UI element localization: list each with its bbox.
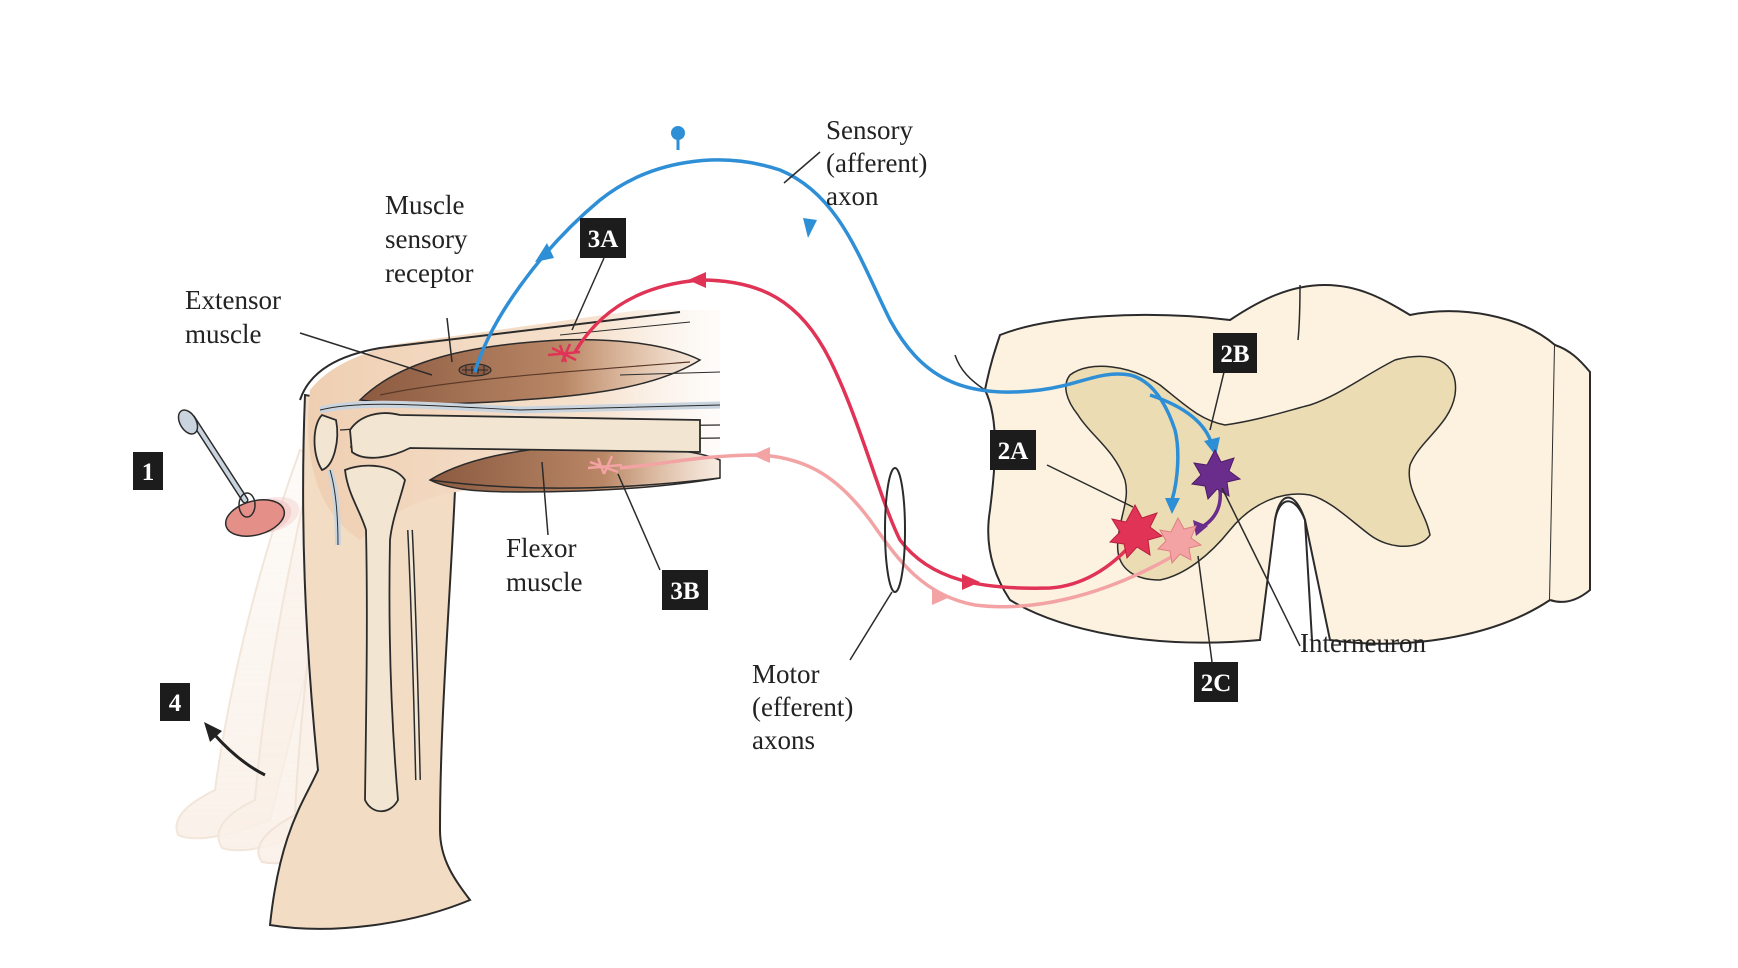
label-muscle-sensory-receptor: Muscle sensory receptor bbox=[385, 190, 474, 288]
extensor-motor-efferent-axon bbox=[573, 278, 1137, 590]
inhibitory-interneuron bbox=[1190, 448, 1242, 501]
sensory-axon-line-3: axon bbox=[826, 181, 879, 211]
step-badge-2a: 2A bbox=[990, 430, 1036, 470]
muscle-sensory-receptor-line-1: Muscle bbox=[385, 190, 465, 220]
extensor-muscle bbox=[358, 338, 702, 405]
step-badge-4: 4 bbox=[160, 683, 190, 721]
step-badge-2c: 2C bbox=[1194, 662, 1238, 702]
step-badge-3b-text: 3B bbox=[670, 578, 699, 605]
sensory-arrow-2 bbox=[803, 218, 817, 238]
step-badge-4-text: 4 bbox=[169, 690, 182, 717]
reflex-hammer bbox=[177, 409, 300, 537]
sensory-axon-line-1: Sensory bbox=[826, 115, 913, 145]
flexor-muscle-line-2: muscle bbox=[506, 567, 582, 597]
flexor-motor-efferent-axon bbox=[619, 453, 1176, 609]
flexor-arrow-2 bbox=[932, 589, 950, 605]
step-badge-1-text: 1 bbox=[142, 459, 155, 486]
label-interneuron: Interneuron bbox=[1300, 628, 1426, 658]
step-badge-3a-text: 3A bbox=[588, 226, 619, 253]
label-extensor-muscle: Extensor muscle bbox=[185, 285, 288, 349]
label-sensory-afferent-axon: Sensory (afferent) axon bbox=[826, 115, 934, 211]
flexor-muscle-line-1: Flexor bbox=[506, 533, 577, 563]
motor-axons-line-3: axons bbox=[752, 725, 815, 755]
extensor-motor-endplate bbox=[547, 343, 581, 363]
label-motor-efferent-axons: Motor (efferent) axons bbox=[752, 659, 860, 755]
step-badge-2c-text: 2C bbox=[1201, 670, 1232, 697]
leg bbox=[175, 310, 721, 930]
muscle-sensory-receptor-line-3: receptor bbox=[385, 258, 473, 288]
sensory-arrow-1 bbox=[535, 243, 554, 262]
step-badge-2b: 2B bbox=[1213, 333, 1257, 373]
extensor-arrow-1 bbox=[688, 272, 706, 288]
step-badge-3b: 3B bbox=[662, 570, 708, 610]
leg-swing-arrow bbox=[211, 732, 266, 777]
step-badge-2a-text: 2A bbox=[998, 438, 1029, 465]
dorsal-root-ganglion-cell-body bbox=[671, 126, 685, 140]
step-badge-1: 1 bbox=[133, 452, 163, 490]
extensor-motor-neuron bbox=[1108, 503, 1164, 560]
label-flexor-muscle: Flexor muscle bbox=[506, 533, 583, 597]
muscle-sensory-receptor-line-2: sensory bbox=[385, 224, 468, 254]
femur bbox=[349, 412, 701, 459]
leader-lines bbox=[299, 151, 1301, 663]
motor-axons-line-1: Motor bbox=[752, 659, 820, 689]
motor-axons-line-2: (efferent) bbox=[752, 692, 853, 722]
sensory-axon-line-2: (afferent) bbox=[826, 148, 927, 178]
flexor-motor-endplate bbox=[587, 455, 623, 475]
ventral-root-outline bbox=[884, 467, 906, 593]
flexor-motor-neuron bbox=[1156, 516, 1203, 565]
extensor-muscle-line-2: muscle bbox=[185, 319, 261, 349]
extensor-muscle-line-1: Extensor bbox=[185, 285, 281, 315]
extensor-arrow-2 bbox=[962, 574, 980, 590]
flexor-arrow-1 bbox=[752, 447, 770, 463]
step-badge-2b-text: 2B bbox=[1220, 341, 1249, 368]
tibia bbox=[344, 464, 406, 813]
patella bbox=[313, 413, 339, 472]
step-badge-3a: 3A bbox=[580, 218, 626, 258]
